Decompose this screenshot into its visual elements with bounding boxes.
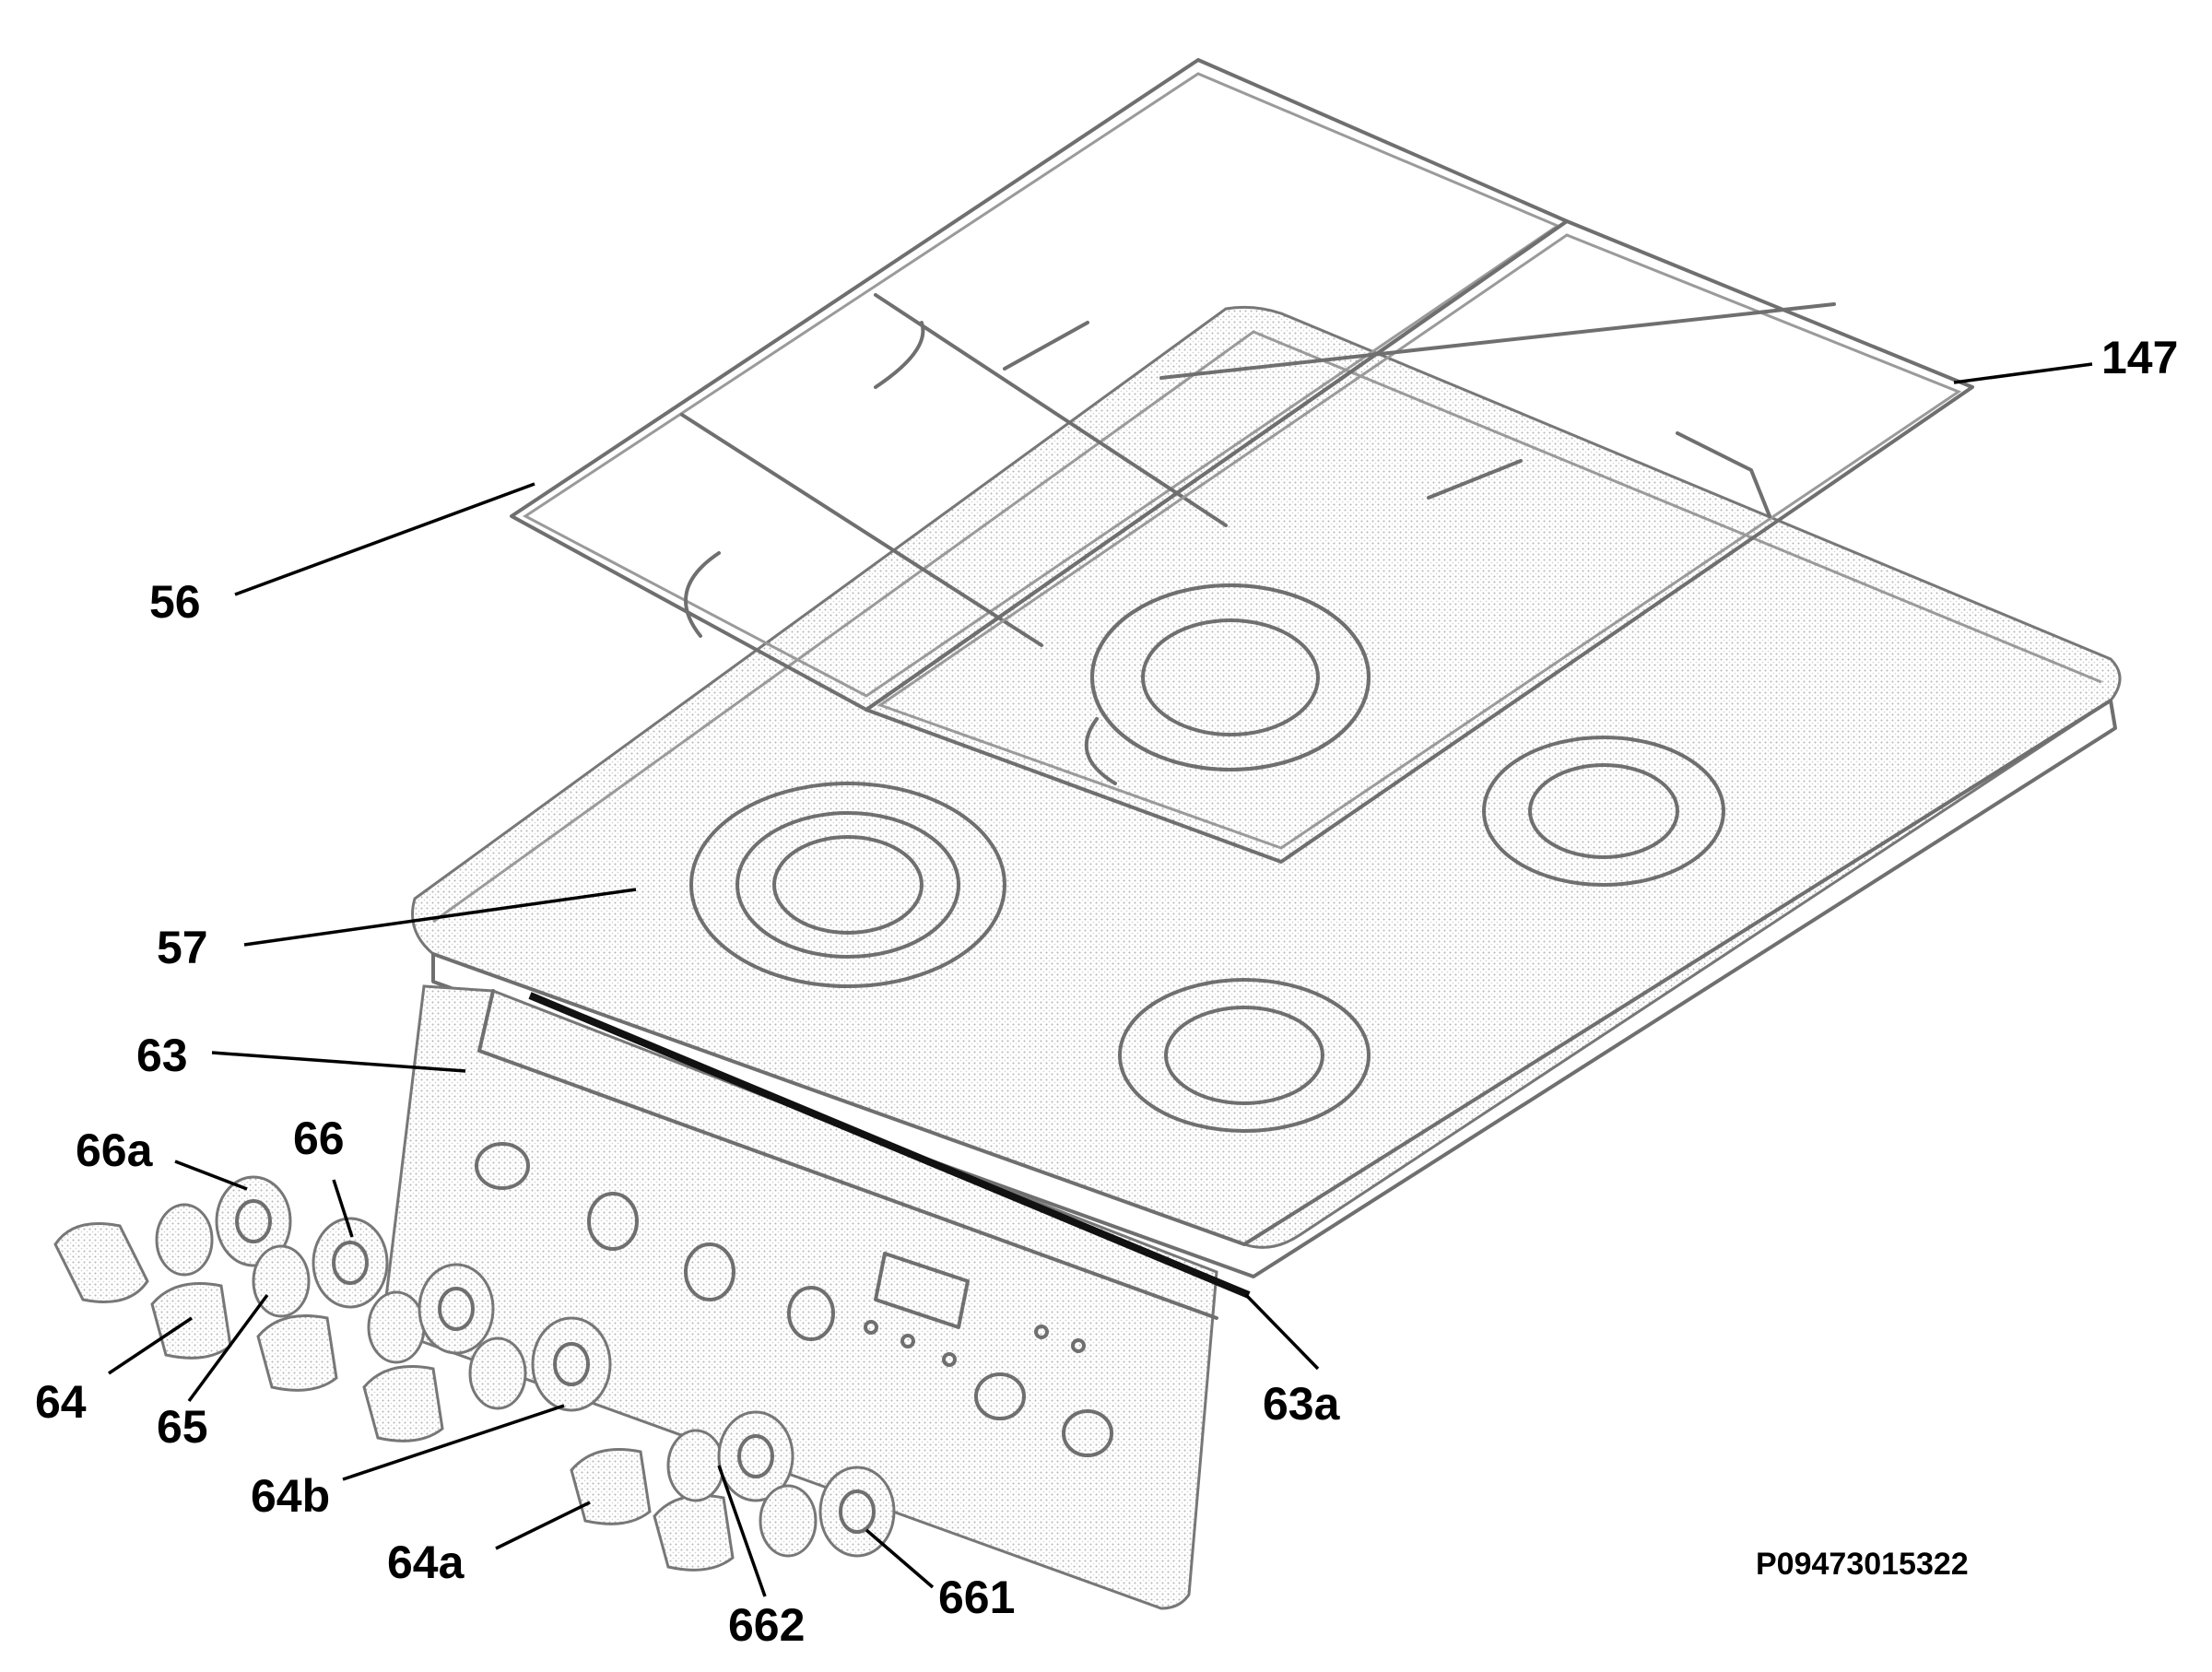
burner-front-right [1118, 978, 1371, 1133]
leader-56 [234, 482, 535, 596]
knob-3 [256, 1263, 495, 1392]
control-knobs [53, 1175, 896, 1572]
hob-top-plate [411, 305, 2122, 1278]
leader-661 [865, 1528, 935, 1589]
part-label-63: 63 [136, 1030, 188, 1081]
burner-rear-right [1482, 736, 1725, 887]
control-panel [381, 984, 1218, 1610]
part-label-661: 661 [938, 1572, 1015, 1623]
leader-64a [495, 1501, 591, 1550]
reference-code: P09473015322 [1756, 1547, 1969, 1582]
pan-support-right [865, 219, 1974, 864]
part-label-65: 65 [157, 1401, 208, 1453]
knob-1 [53, 1175, 292, 1303]
part-label-56: 56 [149, 576, 201, 628]
leader-64 [108, 1316, 193, 1375]
part-labels: 56 147 57 63 66a 66 64 65 64b 64a 662 66… [35, 332, 2178, 1651]
part-label-66: 66 [293, 1113, 345, 1164]
leader-65 [187, 1293, 269, 1403]
part-label-64a: 64a [387, 1537, 465, 1588]
seal-strip [528, 992, 1251, 1299]
leader-63a [1244, 1293, 1320, 1371]
part-label-57: 57 [157, 922, 208, 973]
knob-4 [362, 1316, 612, 1442]
part-label-64: 64 [35, 1376, 87, 1428]
knob-5 [570, 1410, 896, 1572]
leader-662 [717, 1465, 767, 1597]
part-label-147: 147 [2101, 332, 2178, 383]
leader-lines [108, 362, 2093, 1597]
leader-66 [332, 1179, 354, 1238]
leader-63 [211, 1051, 466, 1073]
part-label-66a: 66a [76, 1124, 154, 1176]
part-label-662: 662 [728, 1599, 805, 1651]
knob-2 [150, 1217, 389, 1360]
leader-64b [342, 1404, 565, 1481]
leader-147 [1953, 362, 2093, 384]
leader-66a [174, 1160, 248, 1191]
part-label-64b: 64b [251, 1470, 330, 1522]
leader-57 [243, 888, 637, 947]
burner-front-left [689, 782, 1006, 988]
part-label-63a: 63a [1263, 1378, 1341, 1430]
